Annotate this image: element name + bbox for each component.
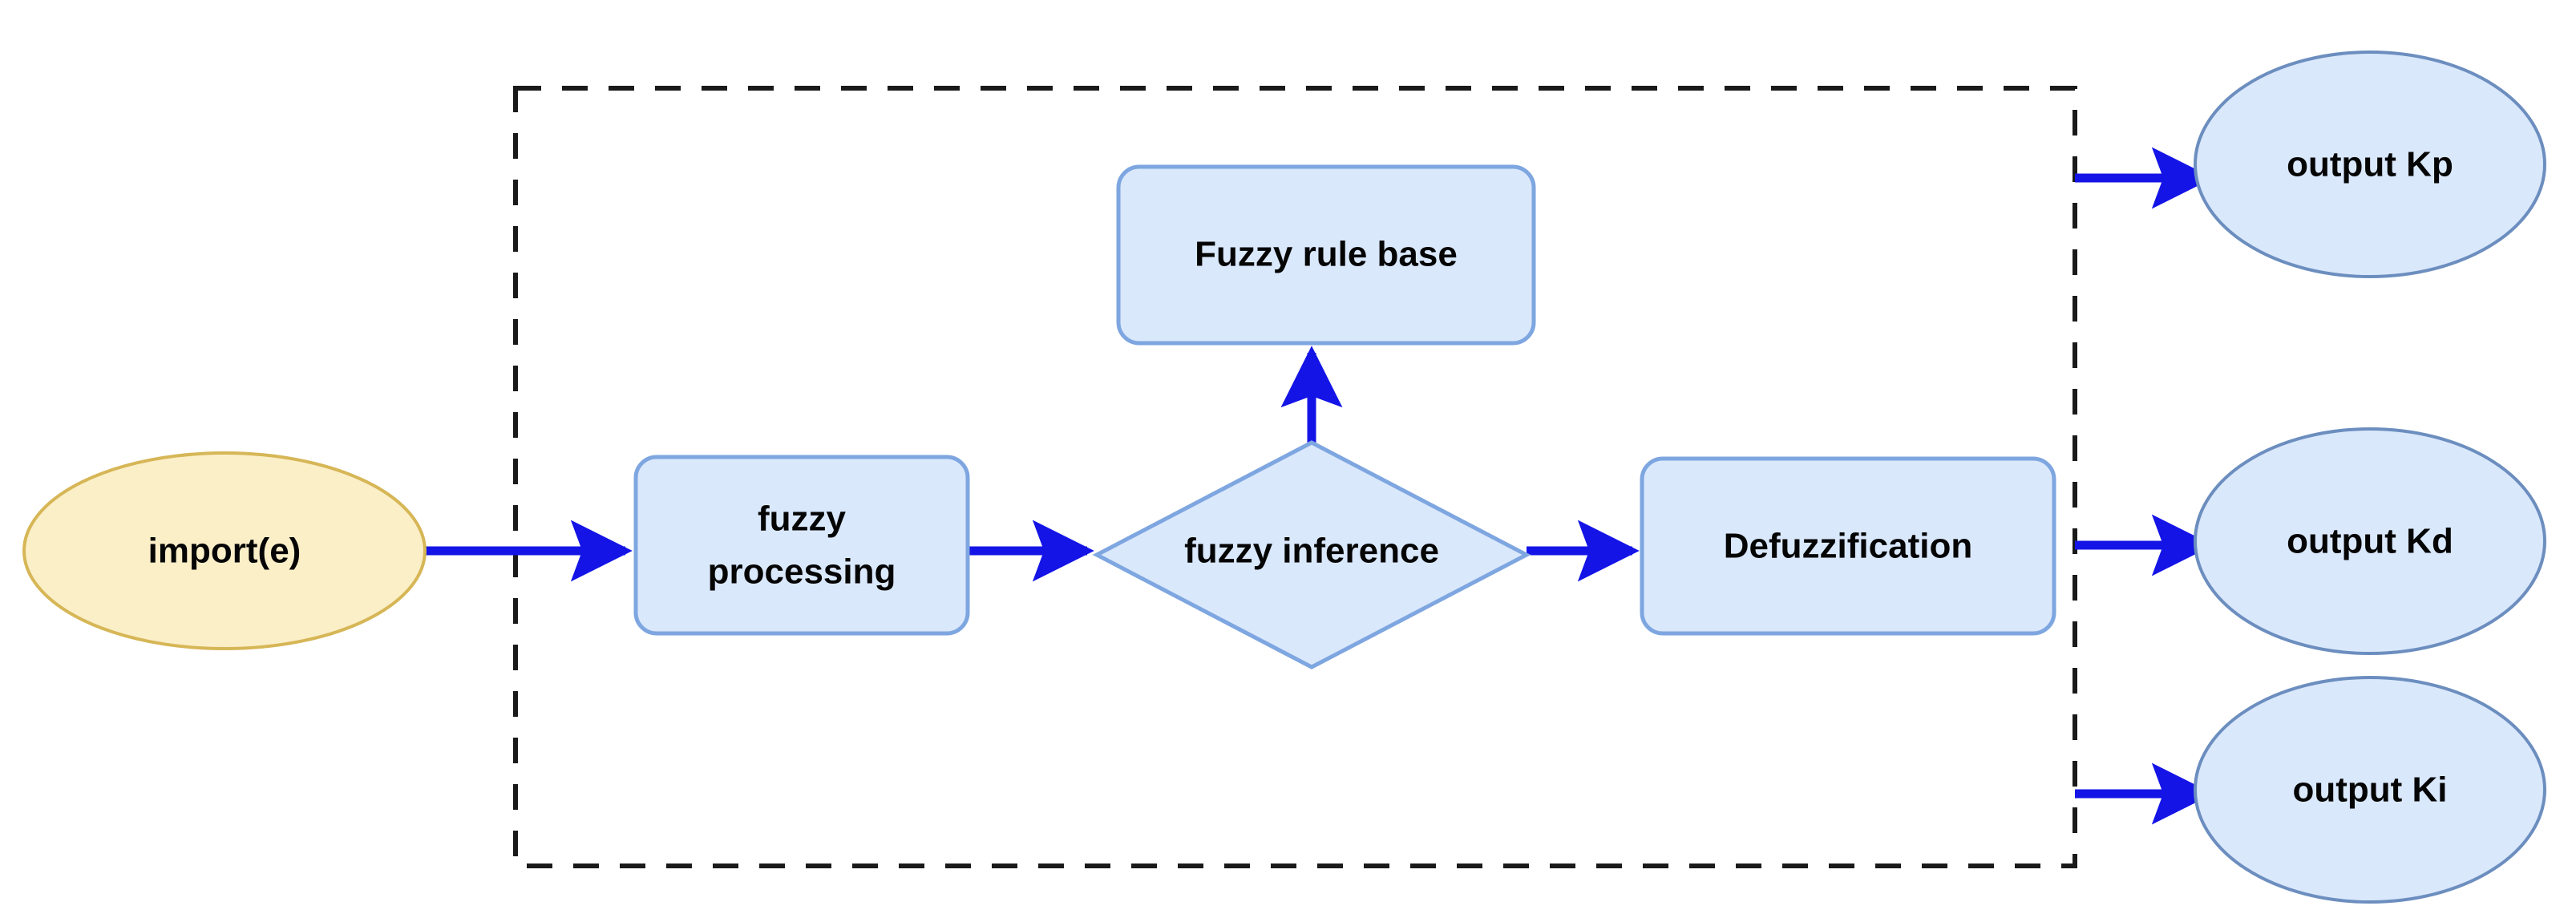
node-fuzzy-processing[interactable]: fuzzy processing (633, 455, 970, 636)
fuzzy-controller-boundary (513, 86, 2077, 868)
node-defuzzification[interactable]: Defuzzification (1640, 456, 2056, 636)
node-import[interactable]: import(e) (22, 451, 427, 650)
node-fuzzy-rule-base[interactable]: Fuzzy rule base (1116, 164, 1536, 346)
output-ki-ellipse-shape (2194, 676, 2546, 904)
fuzzy-inference-diamond-shape (1092, 440, 1531, 669)
node-output-ki[interactable]: output Ki (2194, 676, 2546, 904)
output-kd-ellipse-shape (2194, 427, 2546, 655)
import-ellipse-shape (22, 451, 427, 650)
output-kp-ellipse-shape (2194, 51, 2546, 278)
defuzzification-rect-shape (1640, 456, 2056, 636)
node-output-kd[interactable]: output Kd (2194, 427, 2546, 655)
fuzzy-processing-rect-shape (633, 455, 970, 636)
node-fuzzy-inference[interactable]: fuzzy inference (1092, 440, 1531, 669)
fuzzy-rule-base-rect-shape (1116, 164, 1536, 346)
node-output-kp[interactable]: output Kp (2194, 51, 2546, 278)
